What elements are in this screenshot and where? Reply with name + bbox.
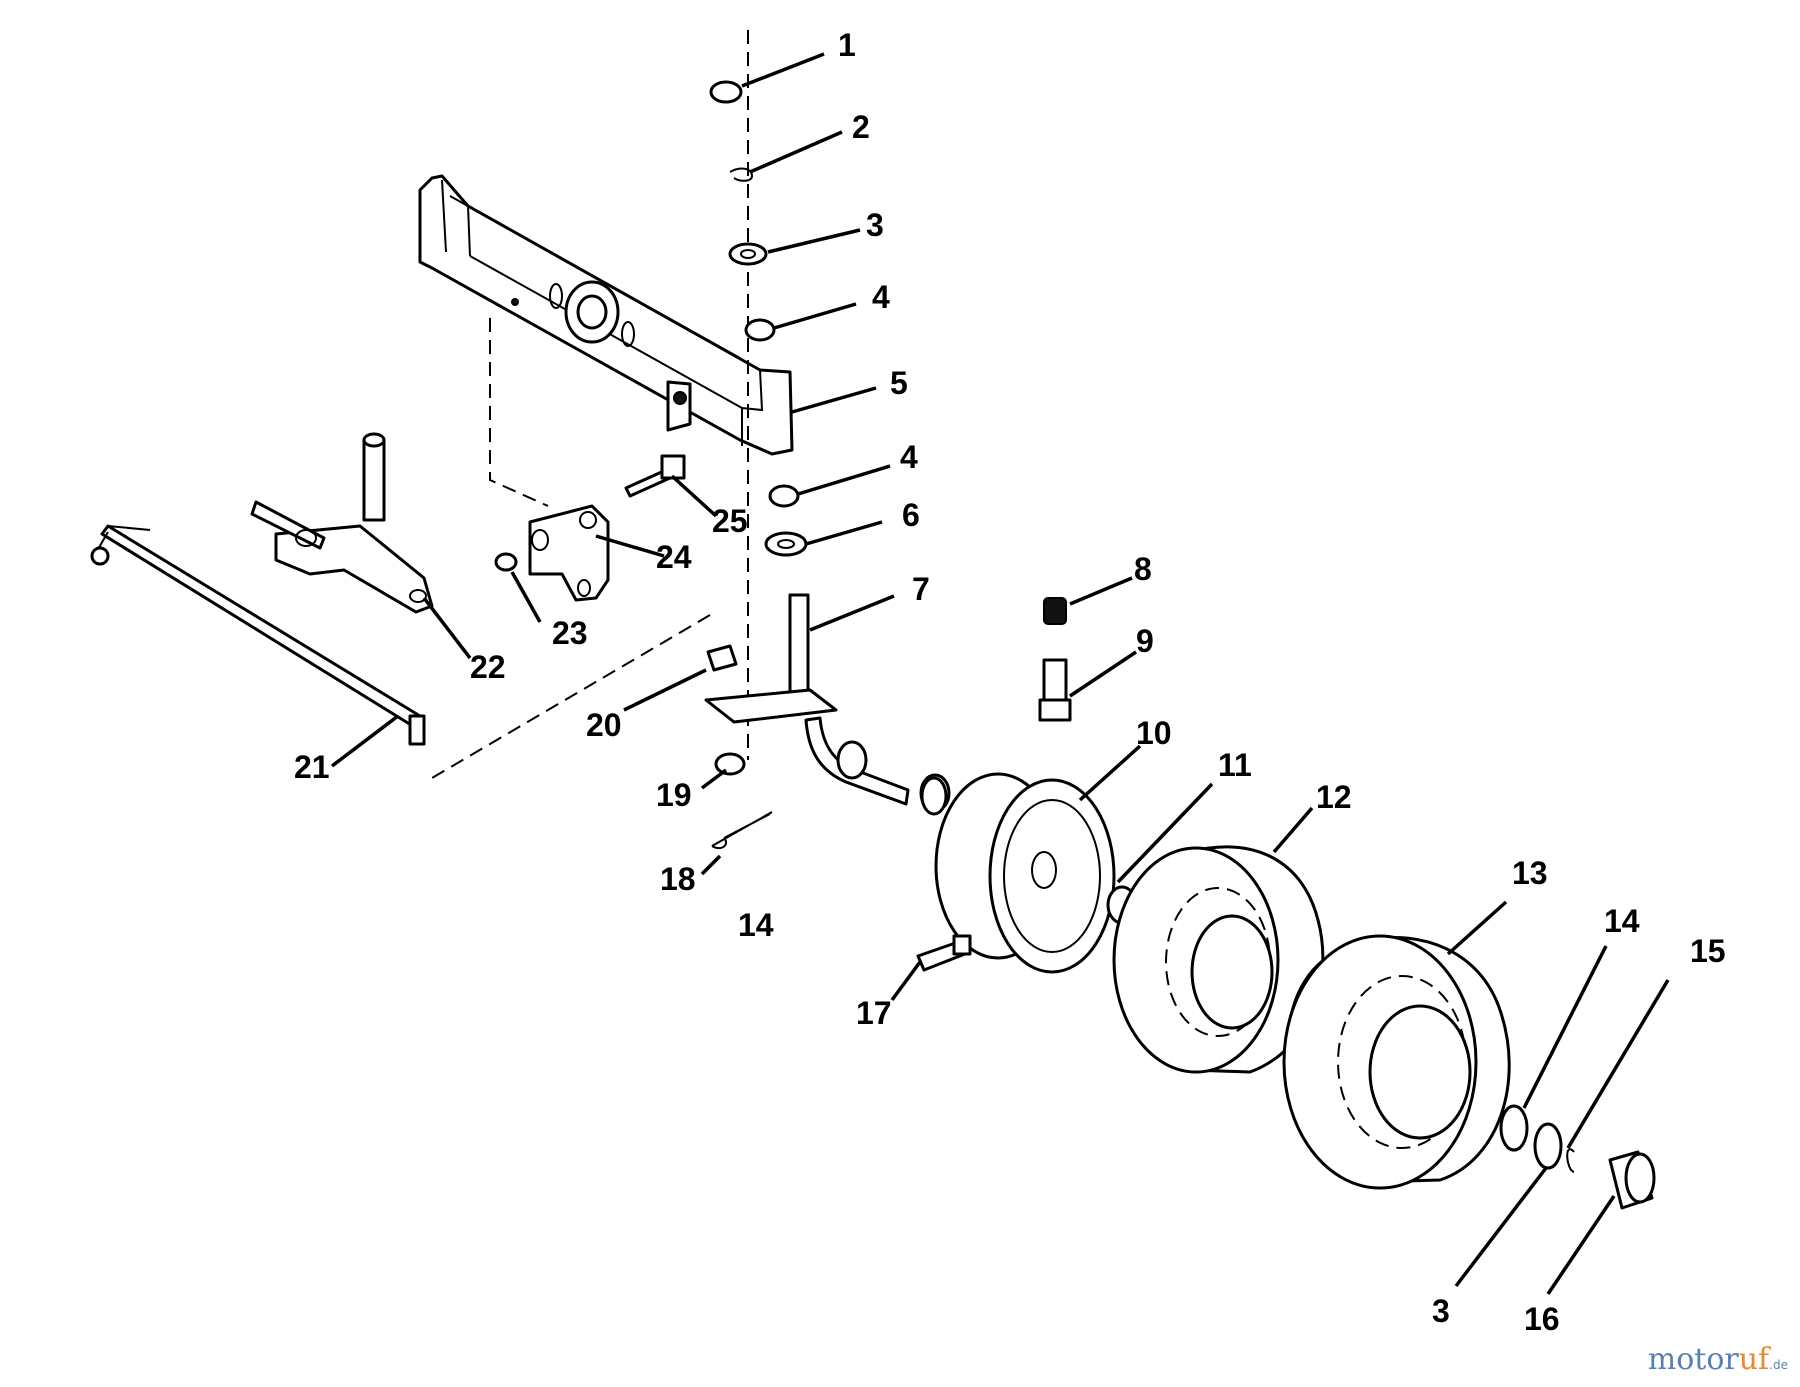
part-22-spindle	[250, 432, 434, 614]
part-4-bushing-lower	[768, 484, 800, 508]
callout-12: 12	[1316, 779, 1352, 815]
callout-3: 3	[866, 207, 884, 243]
part-3-washer	[728, 242, 768, 266]
callout-3-wheel: 3	[1432, 1293, 1450, 1329]
part-6-washer	[764, 531, 808, 557]
callout-24: 24	[656, 539, 692, 575]
callout-20: 20	[586, 707, 622, 743]
callout-7: 7	[912, 571, 930, 607]
callout-4: 4	[872, 279, 890, 315]
part-23-nut	[494, 552, 518, 572]
callout-4-lower: 4	[900, 439, 918, 475]
assembly-line-tierod	[431, 614, 711, 779]
callout-1: 1	[838, 27, 856, 63]
front-axle	[418, 174, 794, 456]
callout-18: 18	[660, 861, 696, 897]
callout-21: 21	[294, 749, 330, 785]
callout-22: 22	[470, 649, 506, 685]
part-17-valve-stem	[916, 934, 972, 972]
part-1-cap	[709, 80, 743, 104]
part-16-hub-cap	[1608, 1150, 1656, 1210]
part-10-wheel-rim	[934, 772, 1116, 974]
callout-14-wheel: 14	[1604, 903, 1640, 939]
assembly-line-axle	[489, 318, 549, 507]
part-9-grease-fitting	[1038, 658, 1072, 722]
callout-8: 8	[1134, 551, 1152, 587]
watermark-logo: motoruf.de	[1647, 1342, 1788, 1377]
callout-17: 17	[856, 995, 892, 1031]
callout-16: 16	[1524, 1301, 1560, 1337]
part-7-spindle	[704, 593, 951, 813]
callout-9: 9	[1136, 623, 1154, 659]
callout-13: 13	[1512, 855, 1548, 891]
part-18-cotter-pin	[711, 811, 773, 850]
part-19-washer	[714, 752, 746, 776]
callout-19: 19	[656, 777, 692, 813]
callout-25: 25	[712, 503, 748, 539]
part-20-nut	[706, 644, 738, 672]
part-2-clip	[729, 167, 754, 182]
callout-14-spindle: 14	[738, 907, 774, 943]
part-4-bushing	[744, 318, 776, 342]
leader-lines	[330, 52, 1670, 1295]
part-14-washer-spindle	[920, 776, 948, 816]
callout-23: 23	[552, 615, 588, 651]
part-8-valve-cap	[1043, 597, 1067, 625]
part-15-retaining-ring	[1566, 1148, 1575, 1173]
callout-5: 5	[890, 365, 908, 401]
callout-15: 15	[1690, 933, 1726, 969]
callout-labels: 1 2 3 4 5 4 6 7 8 9 10 11 12 13 14 14 15…	[294, 27, 1726, 1337]
callout-10: 10	[1136, 715, 1172, 751]
part-3-washer-wheel	[1533, 1122, 1563, 1170]
part-25-bolt	[624, 454, 686, 498]
callout-11: 11	[1218, 747, 1252, 783]
part-21-tie-rod	[90, 524, 426, 746]
part-13-tire	[1282, 934, 1511, 1190]
callout-6: 6	[902, 497, 920, 533]
part-24-bracket	[528, 504, 610, 602]
part-12-tire	[1112, 845, 1325, 1074]
part-14-washer-wheel	[1499, 1104, 1529, 1152]
callout-2: 2	[852, 109, 870, 145]
